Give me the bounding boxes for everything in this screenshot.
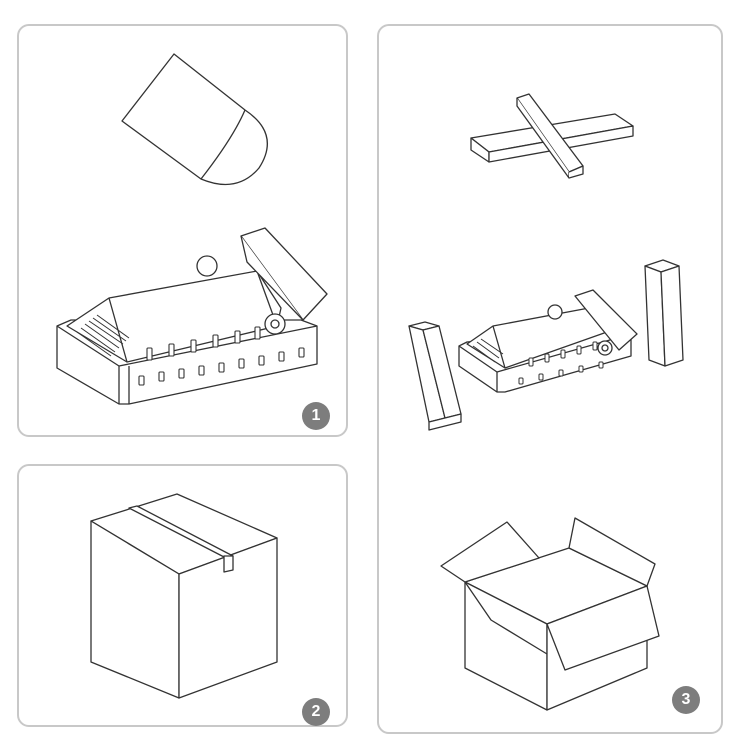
floodlight xyxy=(57,228,327,404)
right-foam-block xyxy=(645,260,683,366)
step-1-panel: 1 xyxy=(17,24,348,437)
floodlight xyxy=(459,290,637,392)
open-box xyxy=(441,518,659,710)
cardboard-cross-insert xyxy=(471,94,633,178)
step-1-badge: 1 xyxy=(302,402,330,430)
step-3-illustration xyxy=(379,26,725,736)
step-1-illustration xyxy=(19,26,350,439)
step-2-badge: 2 xyxy=(302,698,330,726)
left-foam-block xyxy=(409,322,461,430)
step-2-illustration xyxy=(19,466,350,729)
sealed-box xyxy=(91,494,277,698)
step-3-panel: 3 xyxy=(377,24,723,734)
step-2-panel: 2 xyxy=(17,464,348,727)
wrap-bag xyxy=(122,54,267,184)
step-3-badge: 3 xyxy=(672,686,700,714)
